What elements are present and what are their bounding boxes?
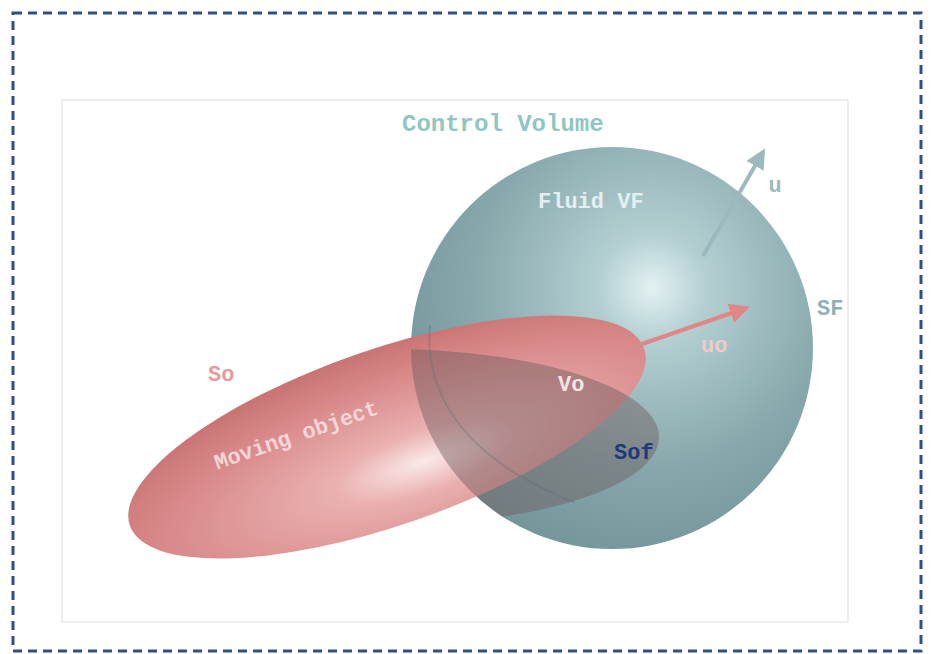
panel	[62, 100, 848, 622]
velocity-arrow	[703, 152, 763, 256]
region-label: Fluid VF	[538, 192, 644, 214]
volume-label: Vo	[558, 375, 584, 397]
surface-label: So	[208, 365, 234, 387]
intersection-curve	[429, 325, 575, 502]
dashed-frame	[13, 13, 921, 651]
title: Control Volume	[402, 113, 604, 137]
velocity-label: u	[769, 176, 782, 198]
moving-object	[61, 182, 713, 654]
surface-label: Sof	[614, 443, 654, 465]
surface-label: SF	[817, 299, 843, 321]
object-velocity-arrow	[642, 308, 746, 344]
velocity-label: uo	[701, 336, 727, 358]
